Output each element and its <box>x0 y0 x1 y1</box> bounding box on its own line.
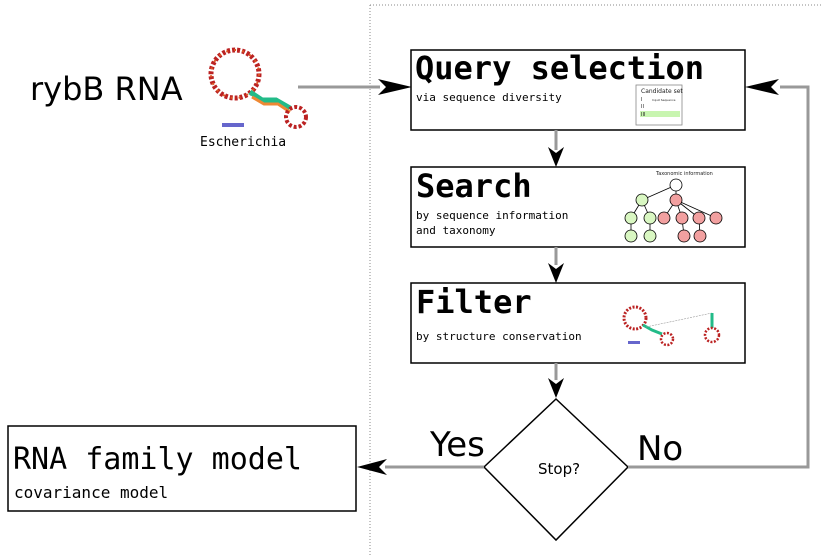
arrow-no-loop-back <box>628 79 810 469</box>
query-selection-box: Query selection via sequence diversity C… <box>410 49 746 131</box>
candidate-set-thumbnail: Candidate set I Input Sequence II III <box>635 84 683 126</box>
arrow-query-to-search <box>548 130 564 167</box>
candidate-row-2: II <box>641 104 644 110</box>
input-label: rybB RNA <box>30 70 183 108</box>
filter-box: Filter by structure conservation <box>410 282 746 364</box>
rna-structure-icon <box>208 47 308 129</box>
arrow-search-to-filter <box>548 247 564 283</box>
output-subtitle: covariance model <box>14 483 168 502</box>
search-title: Search <box>416 167 532 205</box>
taxonomy-title: Taxonomic information <box>655 171 713 177</box>
arrow-yes-to-output <box>357 459 484 475</box>
query-selection-subtitle: via sequence diversity <box>416 91 562 104</box>
structure-alignment-thumbnail <box>622 305 721 347</box>
rna-family-model-box: RNA family model covariance model <box>7 425 357 512</box>
input-organism: Escherichia <box>200 135 286 150</box>
search-subtitle-line-1: by sequence information <box>416 209 568 222</box>
filter-title: Filter <box>416 283 532 321</box>
candidate-row-3: III <box>641 112 645 118</box>
yes-label: Yes <box>429 425 485 465</box>
search-subtitle-line-2: and taxonomy <box>416 224 496 237</box>
candidate-row-1: I <box>641 97 642 103</box>
decision-label: Stop? <box>538 460 580 478</box>
arrow-filter-to-decision <box>548 363 564 398</box>
stop-decision-diamond: Stop? <box>482 397 630 542</box>
filter-subtitle: by structure conservation <box>416 330 582 343</box>
query-selection-title: Query selection <box>415 49 704 87</box>
search-box: Search by sequence information and taxon… <box>410 166 746 248</box>
taxonomy-tree-thumbnail: Taxonomic information <box>624 171 723 243</box>
candidate-header: Input Sequence <box>652 98 676 102</box>
arrow-input-to-query <box>298 79 412 95</box>
no-label: No <box>637 429 683 469</box>
candidate-set-title: Candidate set <box>641 88 683 95</box>
output-title: RNA family model <box>13 442 302 477</box>
